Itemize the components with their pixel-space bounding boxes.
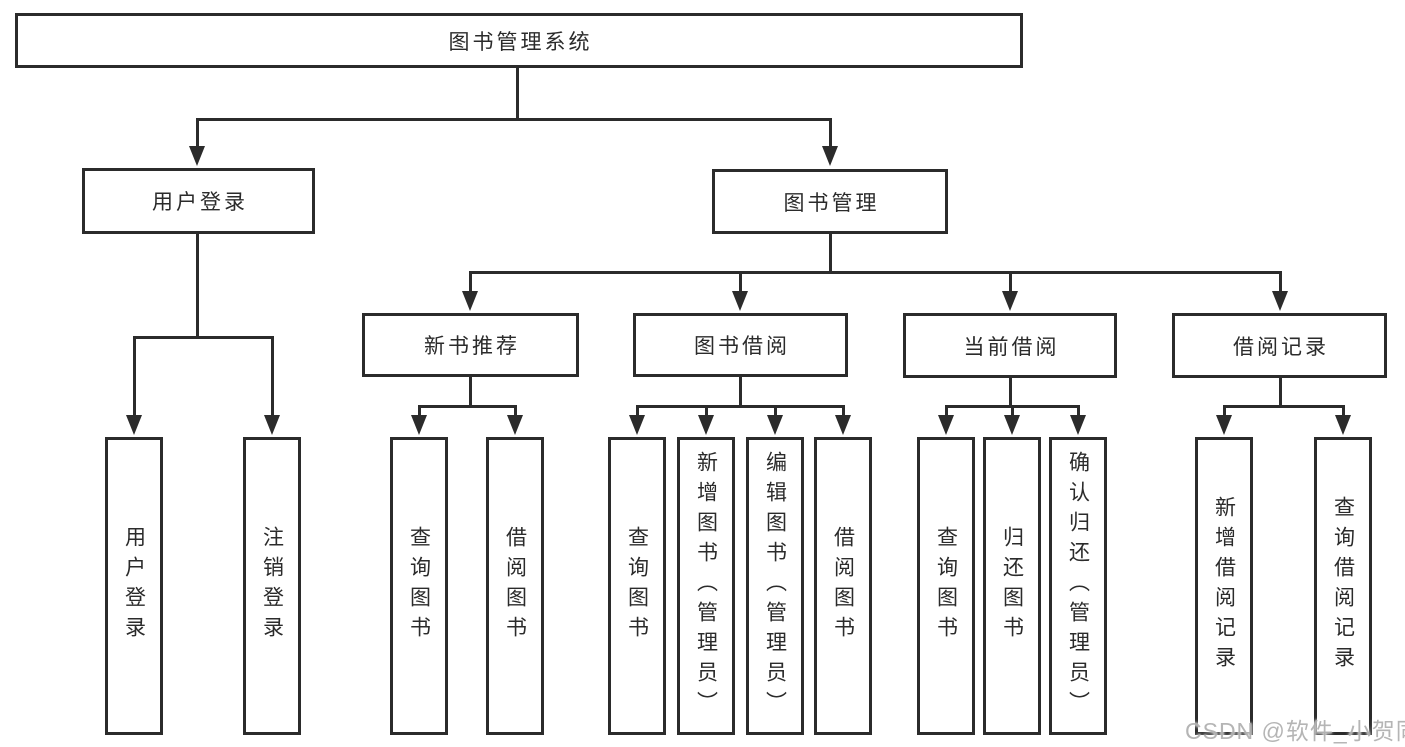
node-user-login: 用户登录: [82, 168, 315, 234]
connector-drop-level2: [1009, 271, 1012, 293]
leaf-label: 查询图书: [407, 526, 431, 646]
leaf-query-books-borrowing: 查询图书: [608, 437, 666, 735]
leaf-user-login: 用户登录: [105, 437, 163, 735]
connector-root-hline: [196, 118, 832, 121]
connector-drop-leaf: [945, 405, 948, 417]
connector-drop-level2: [469, 271, 472, 293]
arrow-down-icon: [1070, 415, 1086, 435]
connector-group-hline: [418, 405, 517, 408]
leaf-return-books: 归还图书: [983, 437, 1041, 735]
arrow-down-icon: [698, 415, 714, 435]
arrow-down-icon: [1272, 291, 1288, 311]
connector-drop-leaf: [418, 405, 421, 417]
connector-drop-level2: [1279, 271, 1282, 293]
node-label: 图书借阅: [694, 335, 790, 358]
connector-group-vline: [1009, 378, 1012, 407]
leaf-query-books-recommend: 查询图书: [390, 437, 448, 735]
arrow-down-icon: [732, 291, 748, 311]
leaf-label: 用户登录: [122, 526, 146, 646]
leaf-edit-books-admin: 编辑图书（管理员）: [746, 437, 804, 735]
connector-drop-leaf: [842, 405, 845, 417]
connector-user-login-vline: [196, 234, 199, 336]
arrow-down-icon: [1335, 415, 1351, 435]
connector-book-management-vline: [829, 234, 832, 273]
leaf-add-books-admin: 新增图书（管理员）: [677, 437, 735, 735]
arrow-down-icon: [264, 415, 280, 435]
connector-drop-leaf: [705, 405, 708, 417]
leaf-label: 借阅图书: [831, 526, 855, 646]
leaf-label: 编辑图书（管理员）: [763, 451, 787, 721]
connector-group-hline: [1223, 405, 1345, 408]
node-label: 当前借阅: [963, 335, 1060, 359]
leaf-borrow-books-borrowing: 借阅图书: [814, 437, 872, 735]
arrow-down-icon: [411, 415, 427, 435]
connector-group-hline: [636, 405, 845, 408]
arrow-down-icon: [1002, 291, 1018, 311]
arrow-down-icon: [938, 415, 954, 435]
node-book-borrowing: 图书借阅: [633, 313, 848, 377]
arrow-down-icon: [822, 146, 838, 166]
node-borrowing-records: 借阅记录: [1172, 313, 1387, 378]
leaf-label: 查询借阅记录: [1331, 496, 1355, 676]
leaf-query-borrow-record: 查询借阅记录: [1314, 437, 1372, 735]
connector-drop-leaf: [636, 405, 639, 417]
leaf-label: 查询图书: [934, 526, 958, 646]
leaf-label: 新增借阅记录: [1212, 496, 1236, 676]
node-library-management-system: 图书管理系统: [15, 13, 1023, 68]
connector-drop-leaf: [1077, 405, 1080, 417]
arrow-down-icon: [189, 146, 205, 166]
leaf-add-borrow-record: 新增借阅记录: [1195, 437, 1253, 735]
node-label: 借阅记录: [1233, 335, 1329, 359]
connector-drop-leaf: [1223, 405, 1226, 417]
connector-group-vline: [739, 377, 742, 407]
connector-drop-leaf: [1342, 405, 1345, 417]
leaf-label: 确认归还（管理员）: [1066, 451, 1090, 721]
connector-user-login-hline: [133, 336, 274, 339]
csdn-watermark: CSDN @软件_小贺同学: [1185, 718, 1405, 744]
connector-group-vline: [469, 377, 472, 407]
leaf-label: 注销登录: [260, 526, 284, 646]
connector-root-vline: [516, 68, 519, 118]
arrow-down-icon: [1004, 415, 1020, 435]
connector-drop-leaf: [133, 336, 136, 415]
connector-drop-user-login: [196, 118, 199, 148]
connector-drop-book-management: [829, 118, 832, 148]
leaf-borrow-books-recommend: 借阅图书: [486, 437, 544, 735]
arrow-down-icon: [1216, 415, 1232, 435]
arrow-down-icon: [507, 415, 523, 435]
leaf-query-books-current: 查询图书: [917, 437, 975, 735]
node-label: 图书管理: [783, 191, 880, 215]
arrow-down-icon: [462, 291, 478, 311]
connector-drop-leaf: [271, 336, 274, 415]
leaf-label: 查询图书: [625, 526, 649, 646]
arrow-down-icon: [767, 415, 783, 435]
node-label: 用户登录: [152, 191, 248, 214]
leaf-confirm-return-admin: 确认归还（管理员）: [1049, 437, 1107, 735]
node-book-management: 图书管理: [712, 169, 948, 234]
leaf-logout: 注销登录: [243, 437, 301, 735]
arrow-down-icon: [126, 415, 142, 435]
arrow-down-icon: [835, 415, 851, 435]
connector-level2-hline: [469, 271, 1282, 274]
arrow-down-icon: [629, 415, 645, 435]
node-current-borrowing: 当前借阅: [903, 313, 1117, 378]
leaf-label: 归还图书: [1000, 526, 1024, 646]
leaf-label: 新增图书（管理员）: [694, 451, 718, 721]
connector-drop-leaf: [1011, 405, 1014, 417]
leaf-label: 借阅图书: [503, 526, 527, 646]
connector-drop-leaf: [514, 405, 517, 417]
node-new-book-recommend: 新书推荐: [362, 313, 579, 377]
connector-group-vline: [1279, 378, 1282, 407]
connector-drop-leaf: [774, 405, 777, 417]
node-label: 新书推荐: [424, 335, 520, 358]
connector-drop-level2: [739, 271, 742, 293]
node-label: 图书管理系统: [448, 30, 593, 54]
